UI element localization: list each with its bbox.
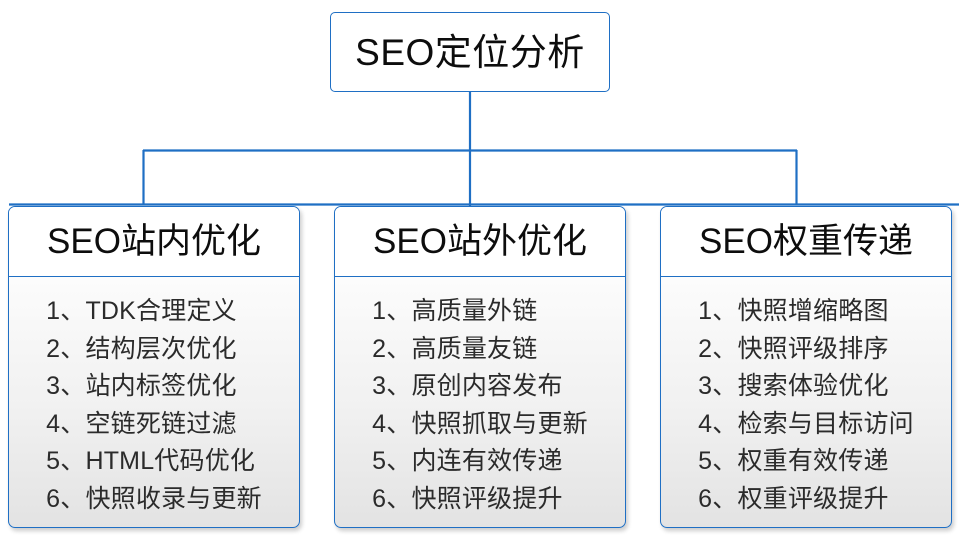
branch-list-seo-onsite: 1、TDK合理定义 2、结构层次优化 3、站内标签优化 4、空链死链过滤 5、H… bbox=[46, 293, 262, 518]
list-item: 3、原创内容发布 bbox=[372, 372, 563, 400]
list-item: 4、检索与目标访问 bbox=[698, 409, 914, 438]
list-item: 6、权重评级提升 bbox=[698, 484, 889, 513]
branch-header-seo-onsite: SEO站内优化 bbox=[9, 207, 299, 277]
list-item: 4、空链死链过滤 bbox=[46, 409, 237, 438]
list-item: 1、TDK合理定义 bbox=[46, 297, 237, 325]
list-item: 2、高质量友链 bbox=[372, 334, 538, 363]
list-item: 5、内连有效传递 bbox=[372, 447, 563, 475]
branch-title-seo-onsite: SEO站内优化 bbox=[47, 222, 261, 261]
list-item: 1、快照增缩略图 bbox=[698, 297, 889, 325]
list-item: 3、站内标签优化 bbox=[46, 372, 237, 400]
list-item: 5、权重有效传递 bbox=[698, 447, 889, 475]
branch-panel-seo-offsite: SEO站外优化 1、高质量外链 2、高质量友链 3、原创内容发布 4、快照抓取与… bbox=[334, 206, 626, 528]
list-item: 6、快照评级提升 bbox=[372, 484, 563, 513]
branch-title-seo-offsite: SEO站外优化 bbox=[373, 222, 587, 261]
list-item: 4、快照抓取与更新 bbox=[372, 409, 588, 438]
list-item: 6、快照收录与更新 bbox=[46, 484, 262, 513]
branch-header-seo-offsite: SEO站外优化 bbox=[335, 207, 625, 277]
branch-header-seo-weight: SEO权重传递 bbox=[661, 207, 951, 277]
list-item: 3、搜索体验优化 bbox=[698, 372, 889, 400]
branch-list-seo-weight: 1、快照增缩略图 2、快照评级排序 3、搜索体验优化 4、检索与目标访问 5、权… bbox=[698, 293, 914, 518]
list-item: 5、HTML代码优化 bbox=[46, 447, 256, 475]
branch-panel-seo-onsite: SEO站内优化 1、TDK合理定义 2、结构层次优化 3、站内标签优化 4、空链… bbox=[8, 206, 300, 528]
root-node-label: SEO定位分析 bbox=[355, 31, 585, 73]
root-node: SEO定位分析 bbox=[330, 12, 610, 92]
list-item: 2、结构层次优化 bbox=[46, 334, 237, 363]
branch-title-seo-weight: SEO权重传递 bbox=[699, 222, 913, 261]
branch-body-seo-onsite: 1、TDK合理定义 2、结构层次优化 3、站内标签优化 4、空链死链过滤 5、H… bbox=[9, 277, 299, 527]
list-item: 1、高质量外链 bbox=[372, 297, 538, 325]
list-item: 2、快照评级排序 bbox=[698, 334, 889, 363]
branch-body-seo-weight: 1、快照增缩略图 2、快照评级排序 3、搜索体验优化 4、检索与目标访问 5、权… bbox=[661, 277, 951, 527]
branch-panel-seo-weight: SEO权重传递 1、快照增缩略图 2、快照评级排序 3、搜索体验优化 4、检索与… bbox=[660, 206, 952, 528]
branch-list-seo-offsite: 1、高质量外链 2、高质量友链 3、原创内容发布 4、快照抓取与更新 5、内连有… bbox=[372, 293, 588, 518]
branch-body-seo-offsite: 1、高质量外链 2、高质量友链 3、原创内容发布 4、快照抓取与更新 5、内连有… bbox=[335, 277, 625, 527]
